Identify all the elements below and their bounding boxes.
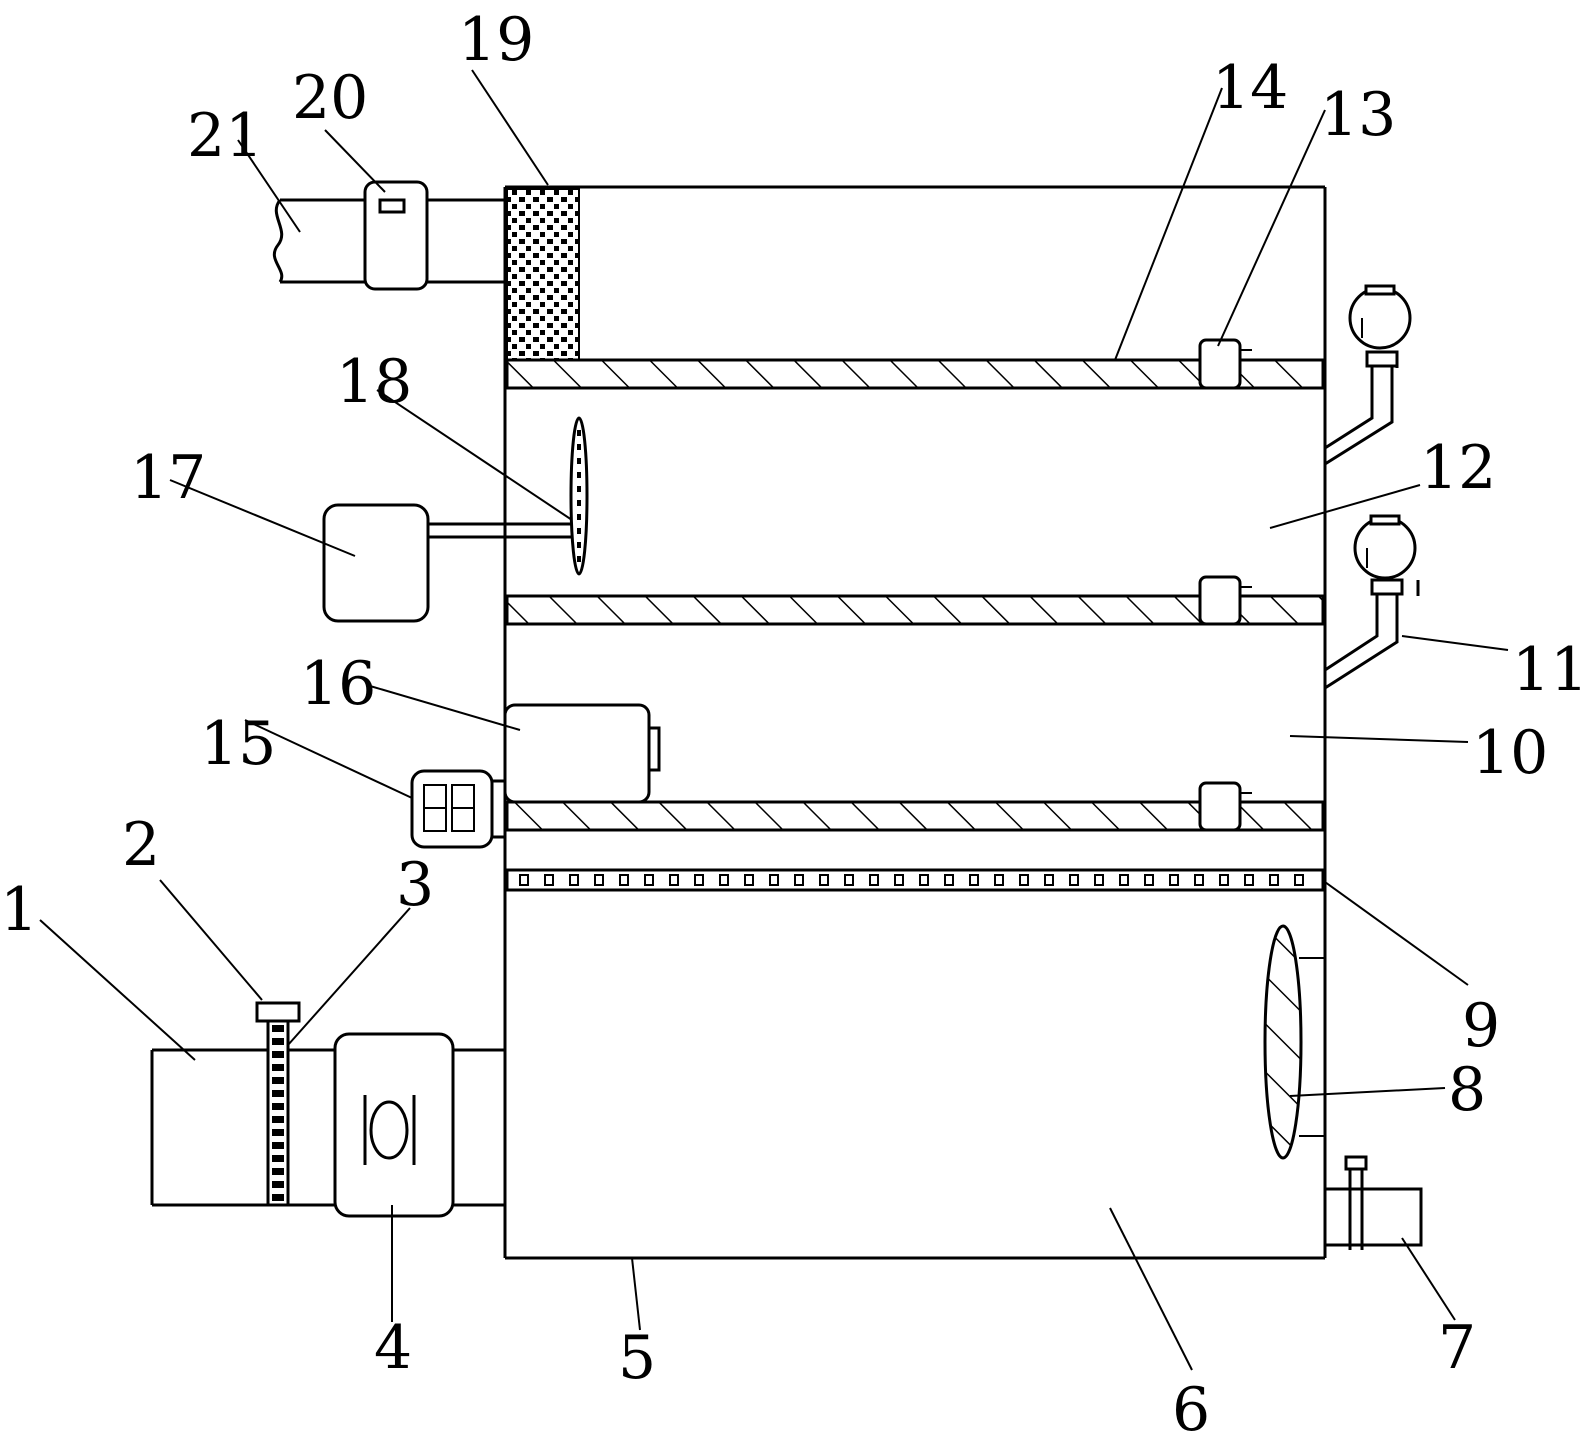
perforation-hole <box>1294 874 1304 886</box>
perforation-hole <box>1044 874 1054 886</box>
pressure-gauge-upper <box>1324 284 1412 466</box>
perforation-hole <box>1019 874 1029 886</box>
perforation-hole <box>594 874 604 886</box>
perforation-hole <box>1269 874 1279 886</box>
perforation-hole <box>519 874 529 886</box>
heater-unit <box>503 703 661 804</box>
perforation-hole <box>644 874 654 886</box>
label-2: 2 <box>122 810 160 880</box>
perforation-hole <box>869 874 879 886</box>
pressure-gauge-lower <box>1324 514 1420 690</box>
perforation-hole <box>694 874 704 886</box>
perforation-hole <box>944 874 954 886</box>
label-15: 15 <box>200 709 276 779</box>
main-tank <box>503 185 1327 1260</box>
label-18: 18 <box>336 347 412 417</box>
perforation-hole <box>1169 874 1179 886</box>
perforation-hole <box>794 874 804 886</box>
label-12: 12 <box>1420 433 1496 503</box>
perforation-hole <box>844 874 854 886</box>
label-7: 7 <box>1438 1313 1476 1383</box>
label-10: 10 <box>1472 718 1548 788</box>
partition-plates <box>505 358 1325 832</box>
label-4: 4 <box>374 1313 412 1383</box>
impeller <box>569 416 589 576</box>
label-14: 14 <box>1212 53 1288 123</box>
perforation-hole <box>1119 874 1129 886</box>
perforation-hole <box>994 874 1004 886</box>
label-5: 5 <box>618 1323 656 1393</box>
outlet-valve <box>363 180 429 291</box>
perforation-hole <box>1244 874 1254 886</box>
perforation-hole <box>919 874 929 886</box>
perforation-hole <box>619 874 629 886</box>
label-13: 13 <box>1320 80 1396 150</box>
label-17: 17 <box>130 443 206 513</box>
inlet-pump <box>333 1032 455 1218</box>
number-labels: 1 2 3 4 5 6 7 8 9 10 11 12 13 14 15 16 1… <box>0 5 1588 1437</box>
label-8: 8 <box>1448 1055 1486 1125</box>
label-11: 11 <box>1512 635 1588 705</box>
leader-lines <box>39 69 1509 1371</box>
perforation-hole <box>544 874 554 886</box>
perforation-hole <box>669 874 679 886</box>
perforation-hole <box>769 874 779 886</box>
perforation-hole <box>1069 874 1079 886</box>
mesh-filter <box>506 188 580 361</box>
drain-valve <box>1323 1155 1423 1250</box>
perforation-hole <box>1144 874 1154 886</box>
perforation-hole <box>744 874 754 886</box>
plate-valves <box>1198 338 1252 832</box>
perforated-plate <box>505 868 1325 892</box>
label-20: 20 <box>292 63 368 133</box>
perforation-hole <box>569 874 579 886</box>
screw-rod <box>255 1001 301 1207</box>
label-16: 16 <box>300 649 376 719</box>
label-3: 3 <box>396 850 434 920</box>
perforation-hole <box>1094 874 1104 886</box>
perforation-hole <box>1219 874 1229 886</box>
label-6: 6 <box>1172 1375 1210 1437</box>
stirring-motor <box>322 503 572 623</box>
perforation-hole <box>719 874 729 886</box>
label-21: 21 <box>187 101 263 171</box>
label-1: 1 <box>0 875 38 945</box>
perforation-hole <box>969 874 979 886</box>
perforation-hole <box>894 874 904 886</box>
label-19: 19 <box>458 5 534 75</box>
perforation-hole <box>819 874 829 886</box>
control-box <box>410 769 505 849</box>
sight-window <box>1263 924 1325 1160</box>
perforation-hole <box>1194 874 1204 886</box>
label-9: 9 <box>1462 991 1500 1061</box>
